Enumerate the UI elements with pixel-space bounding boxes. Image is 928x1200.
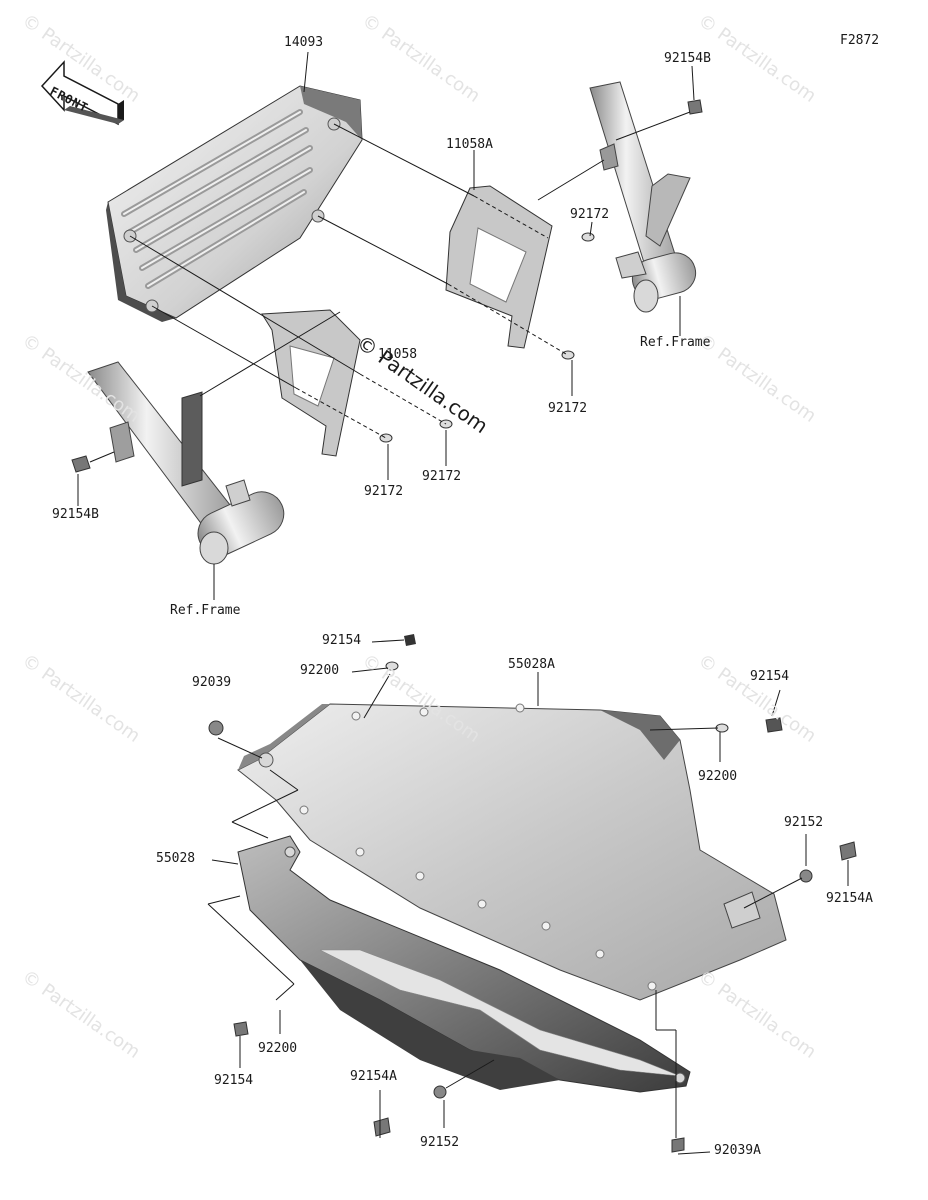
bolt-icon [687,99,703,115]
leader-lines-top [77,51,695,600]
part-label-92154[interactable]: 92154 [750,669,790,684]
part-label-55028[interactable]: 55028 [156,851,196,866]
part-label-92172[interactable]: 92172 [548,401,588,416]
part-label-92154A[interactable]: 92154A [350,1069,397,1084]
bracket-11058 [261,309,361,457]
bracket-11058A [445,185,553,349]
ref-frame-label: Ref.Frame [170,603,241,618]
part-label-92172[interactable]: 92172 [570,207,610,222]
clip-icon [385,661,399,671]
leader-lines-bottom [207,639,849,1155]
part-label-92200[interactable]: 92200 [698,769,738,784]
grommet-icon [799,869,813,883]
part-label-92152[interactable]: 92152 [420,1135,460,1150]
lower-cowl-55028 [237,835,691,1093]
part-label-92154B[interactable]: 92154B [52,507,99,522]
part-label-55028A[interactable]: 55028A [508,657,555,672]
bolt-icon [839,841,857,861]
collar-icon [581,232,595,242]
part-label-11058[interactable]: 11058 [378,347,418,362]
frame-tube-left [87,361,285,565]
part-label-92152[interactable]: 92152 [784,815,824,830]
ref-frame-label: Ref.Frame [640,335,711,350]
part-label-92154B[interactable]: 92154B [664,51,711,66]
front-arrow-icon [40,60,124,126]
bolt-icon [765,717,783,733]
part-label-92154A[interactable]: 92154A [826,891,873,906]
part-label-92154[interactable]: 92154 [322,633,362,648]
part-label-92172[interactable]: 92172 [422,469,462,484]
grommet-icon [208,720,224,736]
part-label-92039[interactable]: 92039 [192,675,232,690]
part-label-92172[interactable]: 92172 [364,484,404,499]
part-label-92200[interactable]: 92200 [300,663,340,678]
side-cowl-55028A [237,703,787,1001]
part-label-92200[interactable]: 92200 [258,1041,298,1056]
bolt-icon [71,455,91,473]
diagram-code: F2872 [840,33,880,48]
collar-icon [379,433,393,443]
frame-tube-right [589,81,697,313]
part-label-14093[interactable]: 14093 [284,35,324,50]
bolt-icon [233,1021,249,1037]
part-label-11058A[interactable]: 11058A [446,137,493,152]
part-label-92154[interactable]: 92154 [214,1073,254,1088]
bolt-icon [671,1137,685,1153]
grommet-icon [433,1085,447,1099]
bolt-icon [404,634,416,646]
part-label-92039A[interactable]: 92039A [714,1143,761,1158]
bolt-icon [373,1117,391,1137]
radiator-cover-14093 [106,85,363,322]
